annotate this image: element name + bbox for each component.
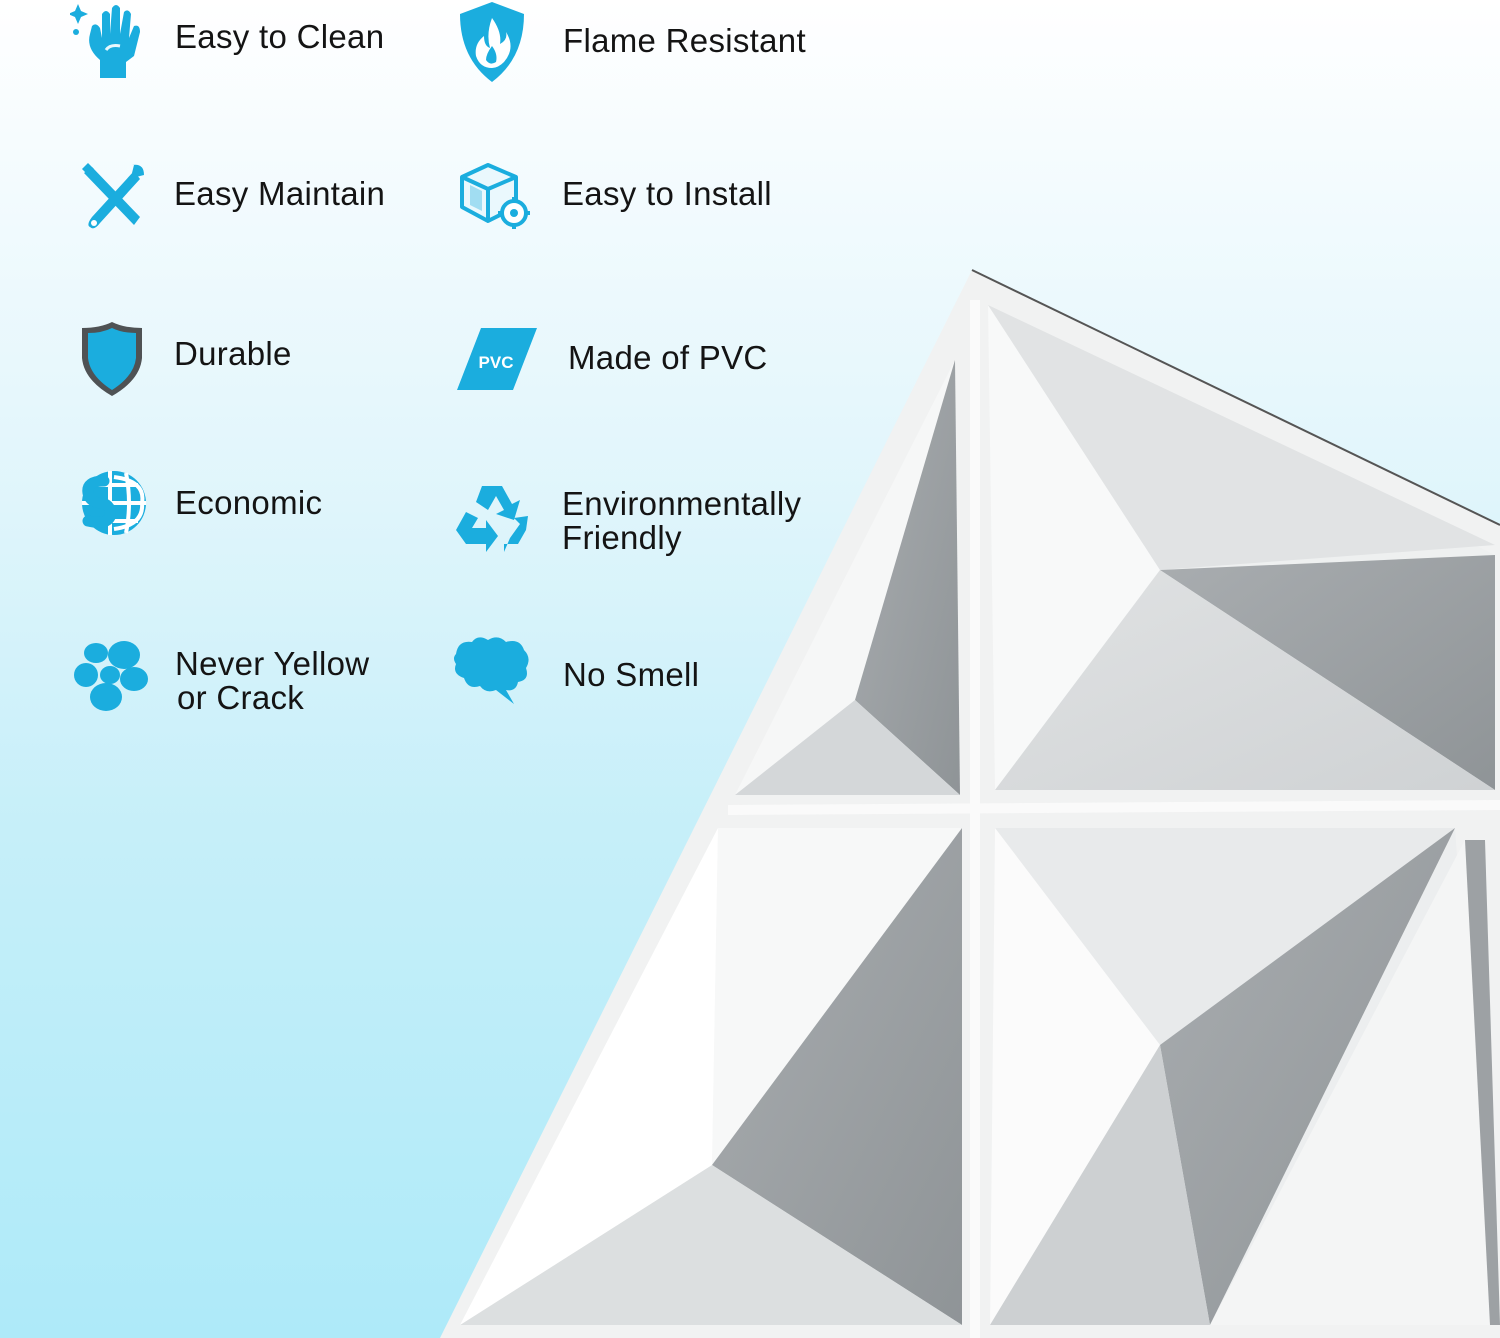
feature-flame-resistant: Flame Resistant <box>452 2 806 82</box>
recycle-icon <box>452 478 532 558</box>
flame-shield-icon <box>452 2 532 82</box>
cracked-stones-icon <box>70 635 150 715</box>
hand-sparkle-icon <box>70 0 150 80</box>
feature-label: Easy Maintain <box>174 175 386 212</box>
feature-label: Durable <box>174 335 292 372</box>
smell-cloud-icon <box>452 632 532 712</box>
dollar-globe-icon <box>72 463 152 543</box>
feature-label: No Smell <box>563 656 700 693</box>
feature-label: Flame Resistant <box>563 22 806 59</box>
feature-no-smell: No Smell <box>452 632 699 712</box>
feature-easy-to-clean: Easy to Clean <box>70 0 384 80</box>
feature-label: Never Yellow or Crack <box>175 645 370 716</box>
tools-icon <box>72 155 152 235</box>
box-gear-icon <box>452 155 532 235</box>
feature-label: Easy to Install <box>562 175 772 212</box>
feature-made-of-pvc: PVC Made of PVC <box>455 320 768 400</box>
feature-environmentally-friendly: Environmentally Friendly <box>452 478 801 558</box>
shield-icon <box>72 318 152 398</box>
feature-economic: Economic <box>72 463 322 543</box>
feature-easy-maintain: Easy Maintain <box>72 155 385 235</box>
feature-easy-to-install: Easy to Install <box>452 155 772 235</box>
feature-label: Environmentally Friendly <box>562 485 802 556</box>
pvc-badge-icon: PVC <box>455 320 539 400</box>
feature-label: Easy to Clean <box>175 18 385 55</box>
feature-label: Economic <box>175 484 323 521</box>
feature-never-yellow-or-crack: Never Yellow or Crack <box>70 635 369 715</box>
feature-durable: Durable <box>72 318 292 398</box>
feature-label: Made of PVC <box>568 339 768 376</box>
svg-text:PVC: PVC <box>479 353 514 372</box>
